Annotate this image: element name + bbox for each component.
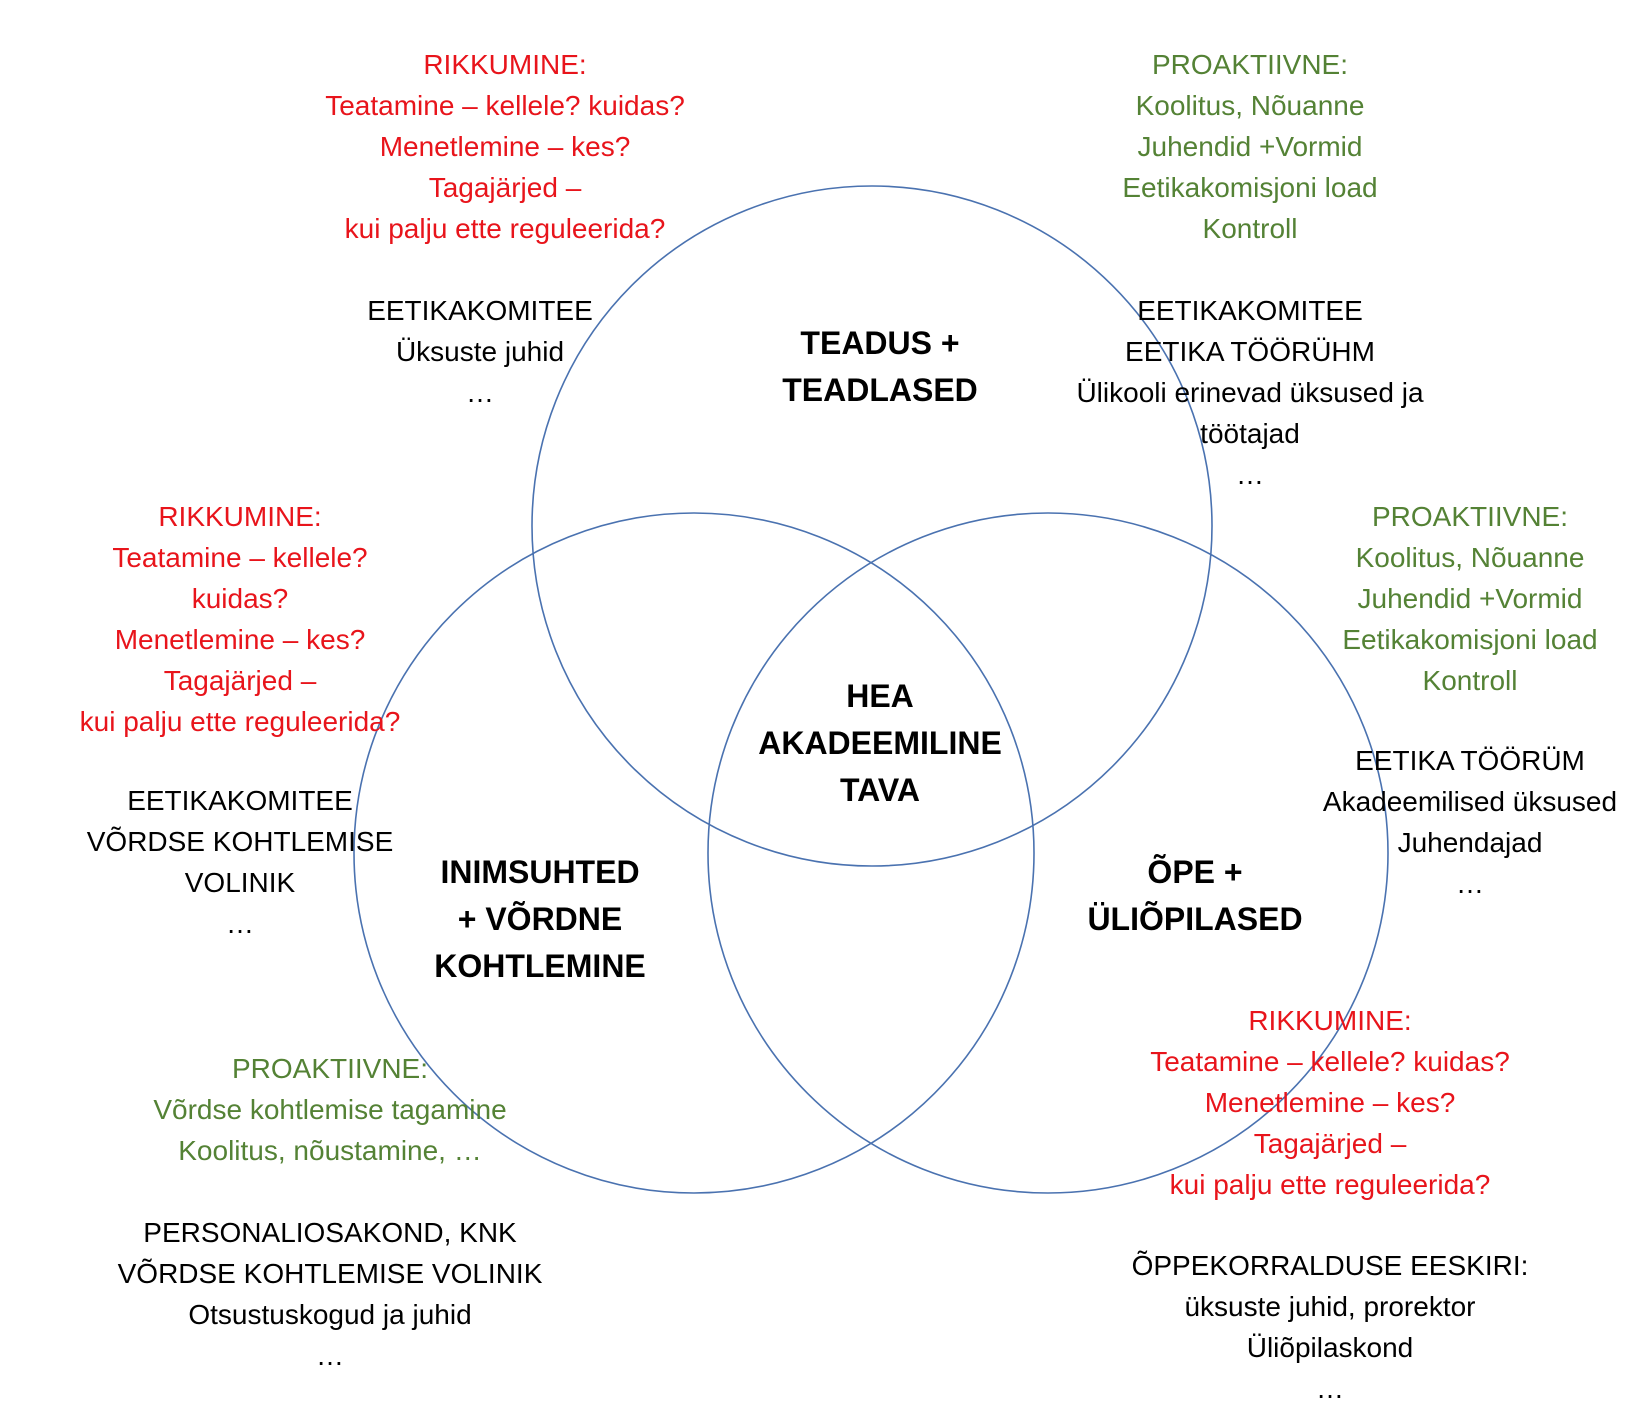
circle-title-studies: ÕPE + ÜLIÕPILASED <box>1050 849 1340 943</box>
text-line: Kontroll <box>1202 213 1298 244</box>
text-line: RIKKUMINE: <box>423 49 587 80</box>
text-line: Koolitus, Nõuanne <box>1135 90 1365 121</box>
circle-title-research: TEADUS + TEADLASED <box>730 320 1030 414</box>
top-left-responsible: EETIKAKOMITEE Üksuste juhid … <box>330 290 630 413</box>
title-line: INIMSUHTED <box>440 854 640 890</box>
text-line: VÕRDSE KOHTLEMISE <box>86 826 394 857</box>
text-line: kuidas? <box>191 583 289 614</box>
text-line: Juhendid +Vormid <box>1357 583 1583 614</box>
text-line: … <box>1236 459 1264 490</box>
text-line: Üksuste juhid <box>395 336 565 367</box>
text-line: Tagajärjed – <box>163 665 317 696</box>
text-line: Koolitus, Nõuanne <box>1355 542 1585 573</box>
text-line: Menetlemine – kes? <box>114 624 366 655</box>
text-line: VÕRDSE KOHTLEMISE VOLINIK <box>117 1258 543 1289</box>
text-line: Akadeemilised üksused <box>1322 786 1618 817</box>
text-line: VOLINIK <box>184 867 296 898</box>
text-line: Menetlemine – kes? <box>1204 1087 1456 1118</box>
text-line: RIKKUMINE: <box>1248 1005 1412 1036</box>
text-line: … <box>1316 1373 1344 1404</box>
text-line: Kontroll <box>1422 665 1518 696</box>
text-line: Üliõpilaskond <box>1246 1332 1414 1363</box>
text-line: Juhendajad <box>1397 827 1543 858</box>
text-line: … <box>466 377 494 408</box>
text-line: kui palju ette reguleerida? <box>344 213 666 244</box>
text-line: kui palju ette reguleerida? <box>1169 1169 1491 1200</box>
text-line: Tagajärjed – <box>428 172 582 203</box>
text-line: üksuste juhid, prorektor <box>1184 1291 1476 1322</box>
center-title-good-academic-practice: HEA AKADEEMILINE TAVA <box>730 673 1030 814</box>
text-line: Menetlemine – kes? <box>379 131 631 162</box>
top-left-violation: RIKKUMINE: Teatamine – kellele? kuidas? … <box>300 44 710 249</box>
top-right-proactive: PROAKTIIVNE: Koolitus, Nõuanne Juhendid … <box>1080 44 1420 249</box>
text-line: Tagajärjed – <box>1253 1128 1407 1159</box>
text-line: Võrdse kohtlemise tagamine <box>153 1094 507 1125</box>
text-line: EETIKAKOMITEE <box>1137 295 1363 326</box>
circle-human-relations <box>353 512 1035 1194</box>
text-line: Otsustuskogud ja juhid <box>188 1299 472 1330</box>
text-line: Teatamine – kellele? <box>112 542 368 573</box>
mid-right-proactive: PROAKTIIVNE: Koolitus, Nõuanne Juhendid … <box>1300 496 1640 701</box>
circle-title-human-relations: INIMSUHTED + VÕRDNE KOHTLEMINE <box>400 849 680 990</box>
text-line: … <box>1456 868 1484 899</box>
bottom-left-proactive: PROAKTIIVNE: Võrdse kohtlemise tagamine … <box>110 1048 550 1171</box>
title-line: TEADUS + <box>800 325 960 361</box>
bottom-left-responsible: PERSONALIOSAKOND, KNK VÕRDSE KOHTLEMISE … <box>110 1212 550 1376</box>
top-right-responsible: EETIKAKOMITEE EETIKA TÖÖRÜHM Ülikooli er… <box>1055 290 1445 495</box>
mid-right-responsible: EETIKA TÖÖRÜM Akadeemilised üksused Juhe… <box>1300 740 1640 904</box>
text-line: EETIKAKOMITEE <box>127 785 353 816</box>
title-line: TEADLASED <box>782 372 978 408</box>
bottom-right-responsible: ÕPPEKORRALDUSE EESKIRI: üksuste juhid, p… <box>1130 1245 1530 1409</box>
title-line: AKADEEMILINE <box>758 725 1002 761</box>
title-line: + VÕRDNE <box>457 901 623 937</box>
text-line: Koolitus, nõustamine, … <box>178 1135 482 1166</box>
text-line: Eetikakomisjoni load <box>1342 624 1598 655</box>
text-line: PERSONALIOSAKOND, KNK <box>143 1217 517 1248</box>
text-line: Teatamine – kellele? kuidas? <box>325 90 685 121</box>
mid-left-violation: RIKKUMINE: Teatamine – kellele? kuidas? … <box>50 496 430 742</box>
text-line: töötajad <box>1200 418 1300 449</box>
circle-research <box>531 185 1213 867</box>
text-line: PROAKTIIVNE: <box>231 1053 429 1084</box>
text-line: Ülikooli erinevad üksused ja <box>1076 377 1424 408</box>
text-line: PROAKTIIVNE: <box>1371 501 1569 532</box>
text-line: Juhendid +Vormid <box>1137 131 1363 162</box>
text-line: ÕPPEKORRALDUSE EESKIRI: <box>1131 1250 1529 1281</box>
title-line: TAVA <box>840 772 920 808</box>
text-line: PROAKTIIVNE: <box>1151 49 1349 80</box>
text-line: EETIKA TÖÖRÜHM <box>1125 336 1375 367</box>
text-line: EETIKAKOMITEE <box>367 295 593 326</box>
text-line: RIKKUMINE: <box>158 501 322 532</box>
text-line: EETIKA TÖÖRÜM <box>1355 745 1585 776</box>
text-line: Eetikakomisjoni load <box>1122 172 1378 203</box>
text-line: kui palju ette reguleerida? <box>79 706 401 737</box>
text-line: … <box>226 908 254 939</box>
circle-studies <box>707 512 1389 1194</box>
title-line: ÕPE + <box>1147 854 1243 890</box>
title-line: ÜLIÕPILASED <box>1087 901 1303 937</box>
text-line: … <box>316 1340 344 1371</box>
mid-left-responsible: EETIKAKOMITEE VÕRDSE KOHTLEMISE VOLINIK … <box>70 780 410 944</box>
bottom-right-violation: RIKKUMINE: Teatamine – kellele? kuidas? … <box>1120 1000 1540 1205</box>
text-line: Teatamine – kellele? kuidas? <box>1150 1046 1510 1077</box>
title-line: HEA <box>846 678 914 714</box>
title-line: KOHTLEMINE <box>434 948 646 984</box>
